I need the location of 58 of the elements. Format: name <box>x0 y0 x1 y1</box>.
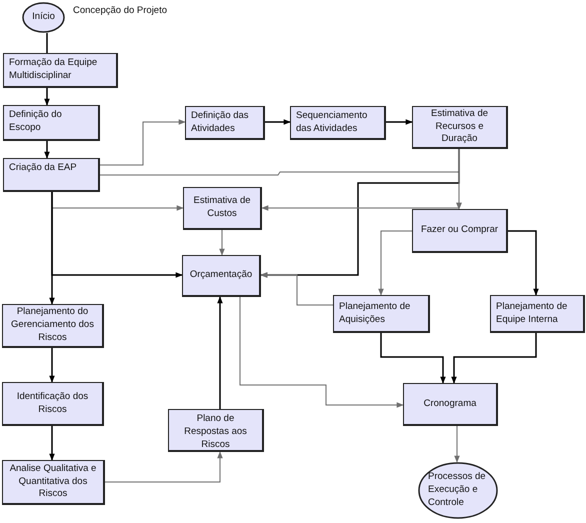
arrow <box>265 119 291 125</box>
node-label: Planejamento de Aquisições <box>339 300 412 326</box>
node-label: Definição das Atividades <box>191 110 250 136</box>
process-box <box>2 460 105 505</box>
terminator-ellipse <box>418 462 498 519</box>
node-label: Criação da EAP <box>9 162 78 175</box>
node-caption: Concepção do Projeto <box>73 5 168 16</box>
arrow <box>104 451 223 482</box>
process-box <box>333 295 430 333</box>
arrow <box>260 149 460 278</box>
node-label: Processos de Execução e Controle <box>428 471 487 510</box>
arrow <box>240 296 404 408</box>
arrow <box>44 88 50 106</box>
node-label: Estimativa de Custos <box>192 195 252 221</box>
node-label: Cronograma <box>422 398 478 410</box>
process-box <box>412 209 508 253</box>
node-label: Analise Qualitativa e Quantitativa dos Riscos <box>8 462 98 502</box>
arrow <box>49 426 55 461</box>
node-label: Planejamento do Gerenciamento dos Riscos <box>10 306 95 345</box>
arrow <box>219 230 225 256</box>
node-label: Fazer ou Comprar <box>420 224 500 237</box>
node-label: Estimativa de Recursos e Duração <box>430 108 490 146</box>
process-box <box>2 304 104 348</box>
process-box <box>3 158 100 192</box>
connector-line <box>46 33 48 53</box>
node-label: Sequenciamento das Atividades <box>296 110 368 136</box>
node-label: Plano de Respostas aos Riscos <box>183 413 248 452</box>
process-box <box>168 409 264 452</box>
node-label: Planejamento de Equipe Interna <box>496 300 568 326</box>
arrow <box>508 230 539 296</box>
node-label: Início <box>32 11 55 24</box>
process-box <box>490 295 585 333</box>
process-box <box>412 106 508 149</box>
arrow <box>49 348 55 383</box>
process-box <box>3 105 100 141</box>
arrow <box>49 192 55 305</box>
process-box <box>182 255 261 297</box>
process-box <box>290 106 386 140</box>
terminator-ellipse <box>22 2 65 33</box>
arrow <box>260 272 334 306</box>
arrow <box>451 333 537 384</box>
process-box <box>3 53 118 88</box>
arrow <box>378 230 412 296</box>
arrow <box>261 148 460 211</box>
arrow <box>454 426 460 463</box>
process-box <box>403 383 498 426</box>
process-box <box>183 187 262 230</box>
node-label: Formação da Equipe Multidisciplinar <box>9 57 98 83</box>
arrow <box>380 333 446 384</box>
node-label: Orçamentação <box>188 269 254 282</box>
arrow <box>44 141 50 159</box>
arrow <box>386 119 413 125</box>
arrow <box>217 296 223 409</box>
process-box <box>185 106 265 140</box>
arrow <box>100 119 186 166</box>
node-label: Identificação dos Riscos <box>16 390 90 416</box>
process-box <box>2 382 104 426</box>
node-label: Definição do Escopo <box>9 109 63 135</box>
